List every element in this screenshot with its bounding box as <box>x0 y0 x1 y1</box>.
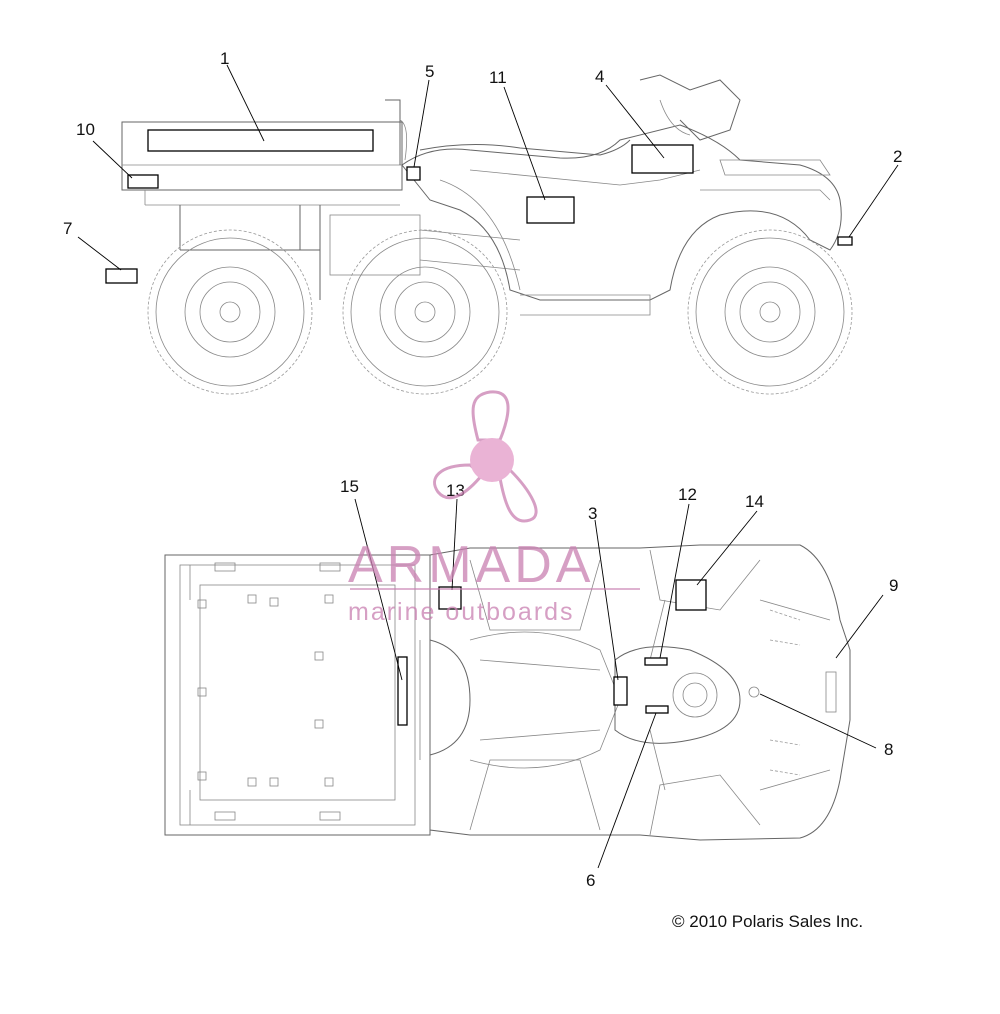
callouts: 1 2 3 4 5 6 7 8 9 10 11 12 13 14 15 <box>63 49 902 890</box>
decal-2-box <box>837 236 853 246</box>
decal-3-box <box>613 676 628 706</box>
callout-6: 6 <box>586 871 595 890</box>
decal-6-box <box>645 705 669 714</box>
callout-4: 4 <box>595 67 604 86</box>
decal-4-box <box>631 144 694 174</box>
callout-10: 10 <box>76 120 95 139</box>
watermark: ARMADA marine outboards <box>348 390 640 626</box>
decal-15-box <box>397 656 408 726</box>
callout-1: 1 <box>220 49 229 68</box>
callout-11: 11 <box>489 68 507 87</box>
callout-2: 2 <box>893 147 902 166</box>
decal-10-box <box>127 174 159 189</box>
callout-14: 14 <box>745 492 764 511</box>
callout-15: 15 <box>340 477 359 496</box>
side-view <box>77 64 899 395</box>
watermark-title: ARMADA <box>348 536 594 594</box>
decal-12-box <box>644 657 668 666</box>
atv-body-side <box>401 124 842 301</box>
callout-12: 12 <box>678 485 697 504</box>
watermark-subtitle: marine outboards <box>348 598 575 626</box>
decal-11-box <box>526 196 575 224</box>
decal-14-box <box>675 579 707 611</box>
atv-body-top <box>429 544 851 841</box>
decal-5-box <box>406 166 421 181</box>
decal-13-box <box>438 586 462 610</box>
propeller-logo-icon <box>433 390 538 523</box>
decal-7-box <box>105 268 138 284</box>
copyright-notice: © 2010 Polaris Sales Inc. <box>672 912 864 931</box>
callout-8: 8 <box>884 740 893 759</box>
front-wheel <box>687 229 853 395</box>
top-view <box>164 498 884 869</box>
cargo-bed-top <box>164 554 431 836</box>
cargo-box-side <box>121 121 403 191</box>
callout-9: 9 <box>889 576 898 595</box>
callout-3: 3 <box>588 504 597 523</box>
rear-wheel-1 <box>147 229 313 395</box>
callout-7: 7 <box>63 219 72 238</box>
decal-1-box <box>147 129 374 152</box>
callout-5: 5 <box>425 62 434 81</box>
rear-wheel-2 <box>342 229 508 395</box>
